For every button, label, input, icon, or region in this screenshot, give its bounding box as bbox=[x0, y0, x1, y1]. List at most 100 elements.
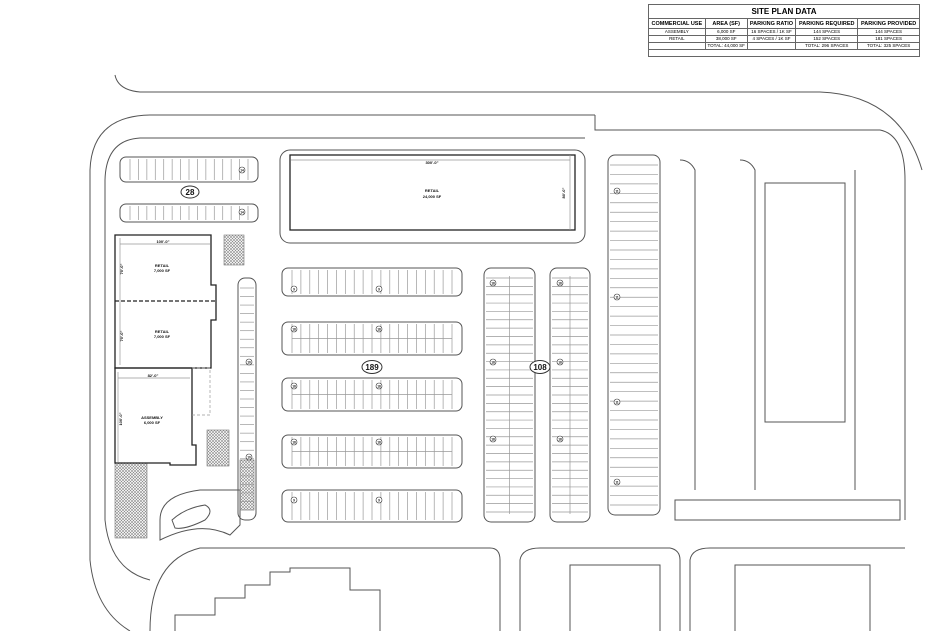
retail-main-area: 24,000 SF bbox=[423, 194, 442, 199]
retail-main-width-dim: 300'-0" bbox=[425, 160, 438, 165]
center-lot-total: 189 bbox=[365, 363, 379, 372]
stall-count-label: 11 bbox=[615, 400, 619, 404]
table-total-row: TOTAL: 44,000 SF TOTAL: 296 SPACES TOTAL… bbox=[648, 42, 920, 50]
stall-count-label: 10 bbox=[247, 360, 251, 364]
labels: 300'-0" RETAIL 24,000 SF 80'-0" 100'-0" … bbox=[118, 160, 566, 426]
header-parking-required: PARKING REQUIRED bbox=[795, 18, 859, 29]
center-lot-total-badge bbox=[361, 360, 383, 374]
stall-count-label: 18 bbox=[292, 384, 296, 388]
stall-count-badge bbox=[613, 187, 621, 195]
retail-a-area: 7,000 SF bbox=[154, 268, 171, 273]
stall-count-badge bbox=[375, 438, 383, 446]
east-lot-total-badge bbox=[529, 360, 551, 374]
parking-bay bbox=[281, 321, 463, 356]
retail-main-depth-dim: 80'-0" bbox=[561, 187, 566, 198]
stall-count-label: 18 bbox=[491, 360, 495, 364]
stall-count-badge bbox=[238, 166, 246, 174]
stall-count-badge bbox=[489, 435, 497, 443]
stall-count-label: 18 bbox=[377, 384, 381, 388]
cell bbox=[648, 42, 706, 50]
stall-count-badge bbox=[290, 382, 298, 390]
stall-count-label: 9 bbox=[378, 287, 380, 291]
stall-count-badge bbox=[245, 358, 253, 366]
stall-count-badge bbox=[290, 496, 298, 504]
stall-count-badge bbox=[556, 279, 564, 287]
parking-lots bbox=[119, 154, 661, 523]
stall-count-label: 18 bbox=[377, 440, 381, 444]
stall-count-label: 9 bbox=[378, 498, 380, 502]
cell: TOTAL: 44,000 SF bbox=[704, 42, 748, 50]
parking-bay bbox=[483, 267, 536, 523]
cell: 6,000 SF bbox=[704, 28, 748, 36]
stall-count-label: 18 bbox=[558, 360, 562, 364]
parking-bay bbox=[119, 156, 259, 183]
landscape-hatching bbox=[114, 234, 255, 539]
parking-bay bbox=[281, 267, 463, 297]
parking-bay bbox=[281, 377, 463, 412]
buildings bbox=[114, 149, 586, 466]
stall-count-badge bbox=[489, 358, 497, 366]
assembly-width-dim: 82'-0" bbox=[148, 373, 159, 378]
cell: TOTAL: 325 SPACES bbox=[857, 42, 920, 50]
cell: 181 SPACES bbox=[857, 35, 920, 43]
stall-count-badge bbox=[238, 208, 246, 216]
parking-bay bbox=[281, 434, 463, 469]
stall-count-badge bbox=[245, 453, 253, 461]
stall-count-label: 18 bbox=[292, 440, 296, 444]
stall-count-label: 11 bbox=[615, 295, 619, 299]
assembly-depth-dim: 100'-0" bbox=[118, 412, 123, 425]
stall-count-label: 11 bbox=[615, 480, 619, 484]
table-title: SITE PLAN DATA bbox=[648, 4, 920, 19]
stall-count-badge bbox=[290, 285, 298, 293]
header-commercial-use: COMMERCIAL USE bbox=[648, 18, 706, 29]
retail-main-name: RETAIL bbox=[425, 188, 440, 193]
parking-bay bbox=[549, 267, 591, 523]
stall-count-badge bbox=[613, 293, 621, 301]
cell: 38,000 SF bbox=[704, 35, 748, 43]
retail-b-area: 7,000 SF bbox=[154, 334, 171, 339]
header-parking-provided: PARKING PROVIDED bbox=[857, 18, 920, 29]
stall-count-label: 18 bbox=[377, 327, 381, 331]
stall-count-badge bbox=[375, 325, 383, 333]
site-plan-data-table: SITE PLAN DATA COMMERCIAL USE AREA (SF) … bbox=[648, 4, 920, 57]
stall-count-label: 18 bbox=[491, 437, 495, 441]
stall-count-label: 11 bbox=[615, 189, 619, 193]
cell: 152 SPACES bbox=[795, 35, 859, 43]
stall-count-label: 14 bbox=[240, 168, 244, 172]
stall-count-badge bbox=[375, 382, 383, 390]
retail-a-width-dim: 100'-0" bbox=[156, 239, 169, 244]
stall-count-badge bbox=[290, 438, 298, 446]
cell: 144 SPACES bbox=[857, 28, 920, 36]
cell: TOTAL: 296 SPACES bbox=[795, 42, 859, 50]
east-lot-total: 108 bbox=[533, 363, 547, 372]
roads bbox=[89, 74, 923, 631]
cell: 16 SPACES / 1K SF bbox=[746, 28, 797, 36]
retail-b-name: RETAIL bbox=[155, 329, 170, 334]
stall-count-label: 18 bbox=[558, 437, 562, 441]
cell: ASSEMBLY bbox=[648, 28, 706, 36]
stall-count-badge bbox=[556, 435, 564, 443]
retail-a-depth-dim: 70'-0" bbox=[119, 263, 124, 274]
cell: 4 SPACES / 1K SF bbox=[746, 35, 797, 43]
landscape-area bbox=[206, 429, 230, 467]
table-row: RETAIL 38,000 SF 4 SPACES / 1K SF 152 SP… bbox=[648, 35, 920, 43]
stall-count-badge bbox=[556, 358, 564, 366]
parking-bay bbox=[119, 203, 259, 223]
landscape-area bbox=[223, 234, 245, 266]
parking-bay bbox=[237, 277, 257, 521]
assembly-area: 6,000 SF bbox=[144, 420, 161, 425]
cell: 144 SPACES bbox=[795, 28, 859, 36]
stall-count-badge bbox=[375, 285, 383, 293]
retail-b-depth-dim: 70'-0" bbox=[119, 330, 124, 341]
stall-count-badge bbox=[290, 325, 298, 333]
header-parking-ratio: PARKING RATIO bbox=[746, 18, 797, 29]
stall-count-label: 18 bbox=[491, 281, 495, 285]
stall-count-label: 18 bbox=[558, 281, 562, 285]
stall-count-label: 14 bbox=[240, 210, 244, 214]
stall-count-badge bbox=[489, 279, 497, 287]
parking-bay bbox=[281, 489, 463, 523]
stall-count-badge bbox=[375, 496, 383, 504]
